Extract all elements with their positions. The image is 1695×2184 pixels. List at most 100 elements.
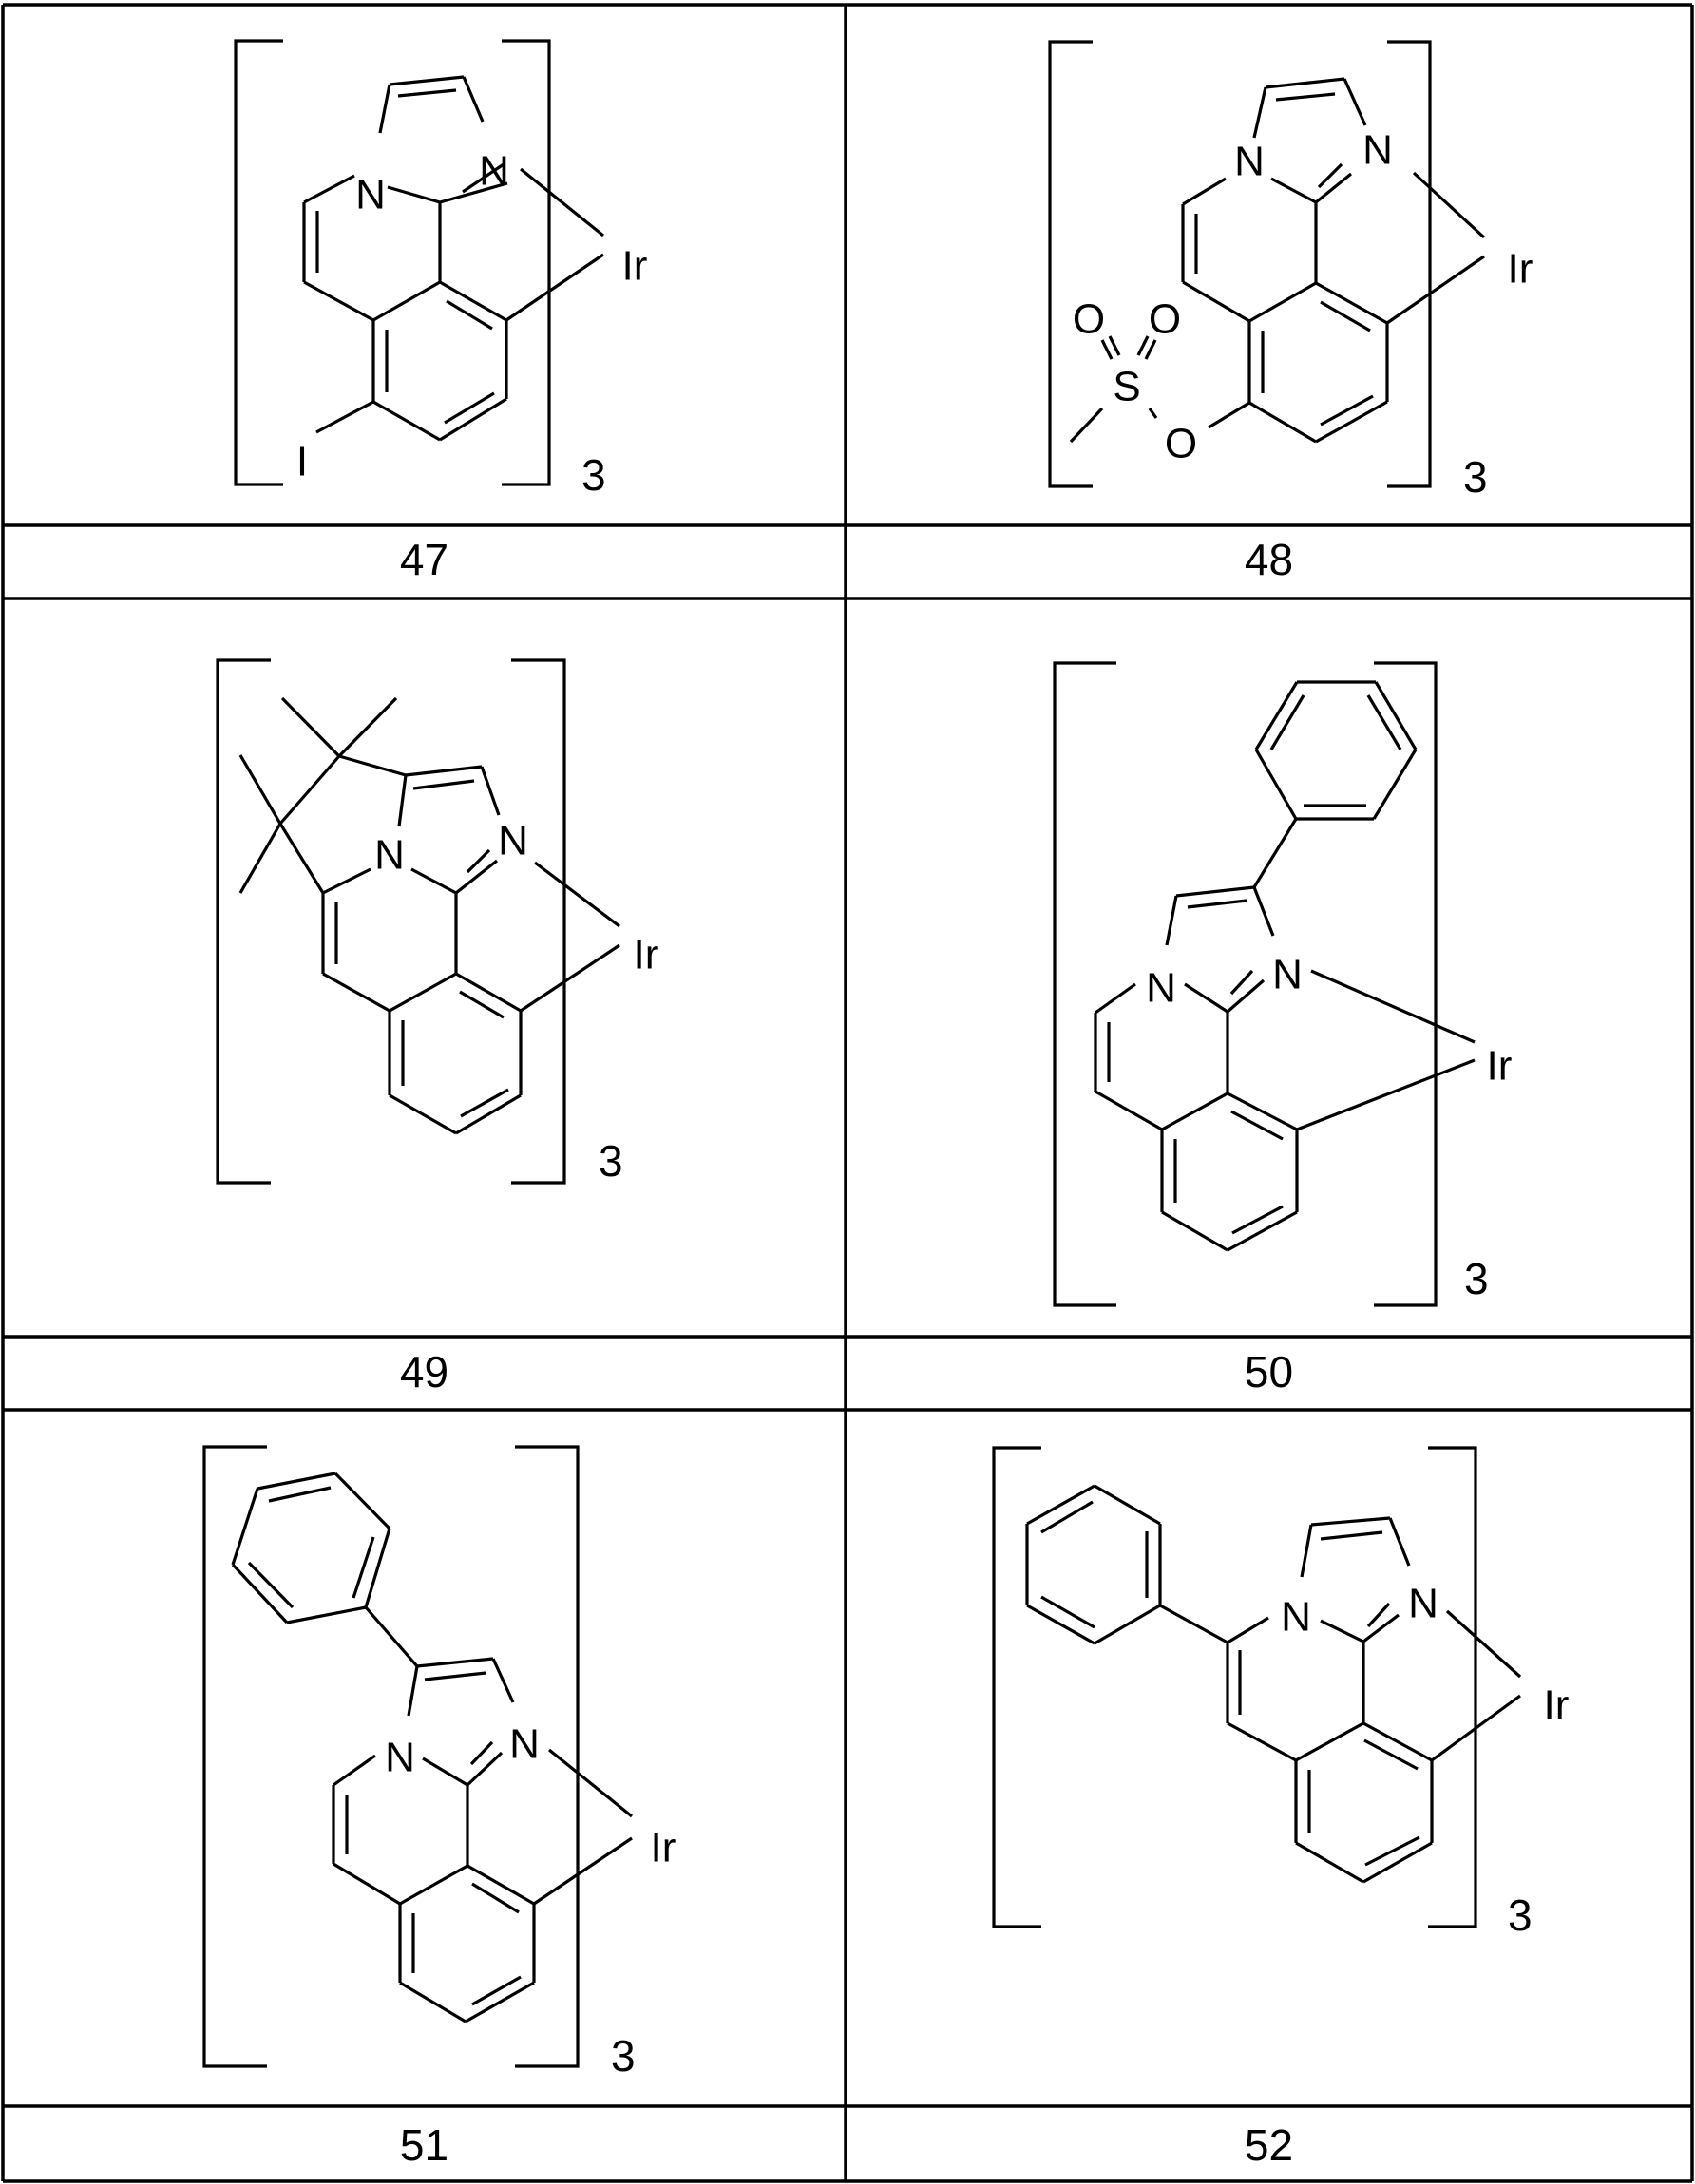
bond: [303, 174, 355, 204]
bond: [459, 990, 505, 1019]
bond: [1445, 1609, 1522, 1679]
bond: [1175, 885, 1255, 898]
atom-label-n: N: [1234, 139, 1265, 185]
bond: [446, 299, 493, 331]
atom-label-n: N: [385, 1735, 415, 1781]
bond: [1300, 1524, 1313, 1578]
bond: [315, 400, 374, 434]
bond: [1182, 280, 1250, 323]
bond: [1315, 400, 1388, 444]
bond: [1208, 401, 1250, 429]
bond: [1374, 681, 1418, 750]
bond: [1386, 255, 1485, 325]
bond: [1388, 1517, 1411, 1567]
bond: [1040, 1595, 1095, 1629]
bond: [455, 859, 498, 895]
bond: [1320, 1619, 1364, 1643]
bond: [1227, 1616, 1269, 1644]
bond: [1265, 77, 1345, 89]
bond: [1095, 982, 1136, 1015]
bond: [399, 1864, 468, 1906]
bond: [1431, 1694, 1521, 1762]
bond: [1310, 1516, 1391, 1527]
right-bracket: [511, 658, 566, 1185]
bond: [1227, 1092, 1298, 1131]
bond: [407, 1665, 419, 1717]
bond: [1362, 1841, 1433, 1884]
bond: [1295, 1721, 1364, 1762]
atom-label-n: N: [1272, 952, 1303, 998]
bond: [1231, 1205, 1284, 1235]
bond: [505, 253, 604, 322]
bond: [424, 1671, 486, 1681]
bond: [1248, 401, 1317, 444]
bond: [1248, 281, 1317, 323]
bond: [333, 1472, 391, 1530]
bond: [397, 774, 408, 827]
bond: [1148, 408, 1158, 419]
bond: [238, 754, 282, 825]
atom-label-ir: Ir: [622, 243, 648, 290]
bond: [410, 867, 457, 895]
right-bracket: [502, 39, 551, 486]
bond: [467, 1864, 535, 1906]
compound-label-50: 50: [1244, 1347, 1294, 1396]
bond: [1310, 969, 1476, 1044]
bond: [397, 88, 457, 98]
bond: [338, 754, 407, 777]
bond: [1412, 171, 1486, 239]
atom-label-n: N: [509, 1721, 540, 1768]
bond: [1184, 982, 1228, 1014]
bond: [1252, 818, 1298, 888]
atom-label-i: I: [296, 439, 308, 485]
multiplicity-subscript: 3: [581, 450, 606, 500]
bond: [1320, 1530, 1383, 1541]
bond: [1315, 281, 1388, 325]
bond: [1161, 1092, 1228, 1131]
left-bracket: [1053, 661, 1116, 1307]
bond: [364, 1528, 391, 1608]
bond: [416, 1657, 494, 1668]
bond: [412, 779, 475, 790]
bond: [303, 280, 374, 322]
bond: [1362, 1721, 1433, 1762]
bond: [1136, 335, 1150, 356]
bond: [1159, 1604, 1228, 1644]
bond: [469, 1740, 494, 1766]
atom-label-n: N: [374, 832, 405, 879]
bond: [1229, 969, 1254, 996]
bond: [462, 76, 485, 123]
left-bracket: [234, 39, 283, 486]
atom-label-o: O: [1149, 296, 1181, 343]
bond: [471, 1882, 520, 1914]
bond: [1227, 1721, 1297, 1762]
atom-label-n: N: [1146, 965, 1176, 1012]
bond: [455, 972, 522, 1013]
bond: [278, 823, 325, 894]
right-bracket: [1387, 40, 1432, 488]
atom-label-n: N: [1281, 1594, 1311, 1641]
bond: [1320, 300, 1371, 332]
bond: [1295, 1841, 1364, 1884]
atom-label-s: S: [1113, 364, 1140, 410]
atom-label-ir: Ir: [651, 1825, 676, 1871]
bond: [1317, 162, 1343, 189]
bond: [1100, 339, 1114, 360]
bond: [1040, 1500, 1094, 1534]
left-bracket: [1048, 40, 1093, 488]
bond: [364, 1605, 419, 1668]
bond: [387, 185, 441, 204]
bond: [389, 972, 457, 1013]
bond: [1362, 1613, 1400, 1643]
bond: [466, 1751, 504, 1787]
bond: [439, 280, 507, 322]
bond: [533, 1836, 633, 1906]
bond: [247, 1561, 295, 1609]
bond: [286, 1605, 367, 1624]
atom-label-ir: Ir: [1544, 1682, 1570, 1729]
